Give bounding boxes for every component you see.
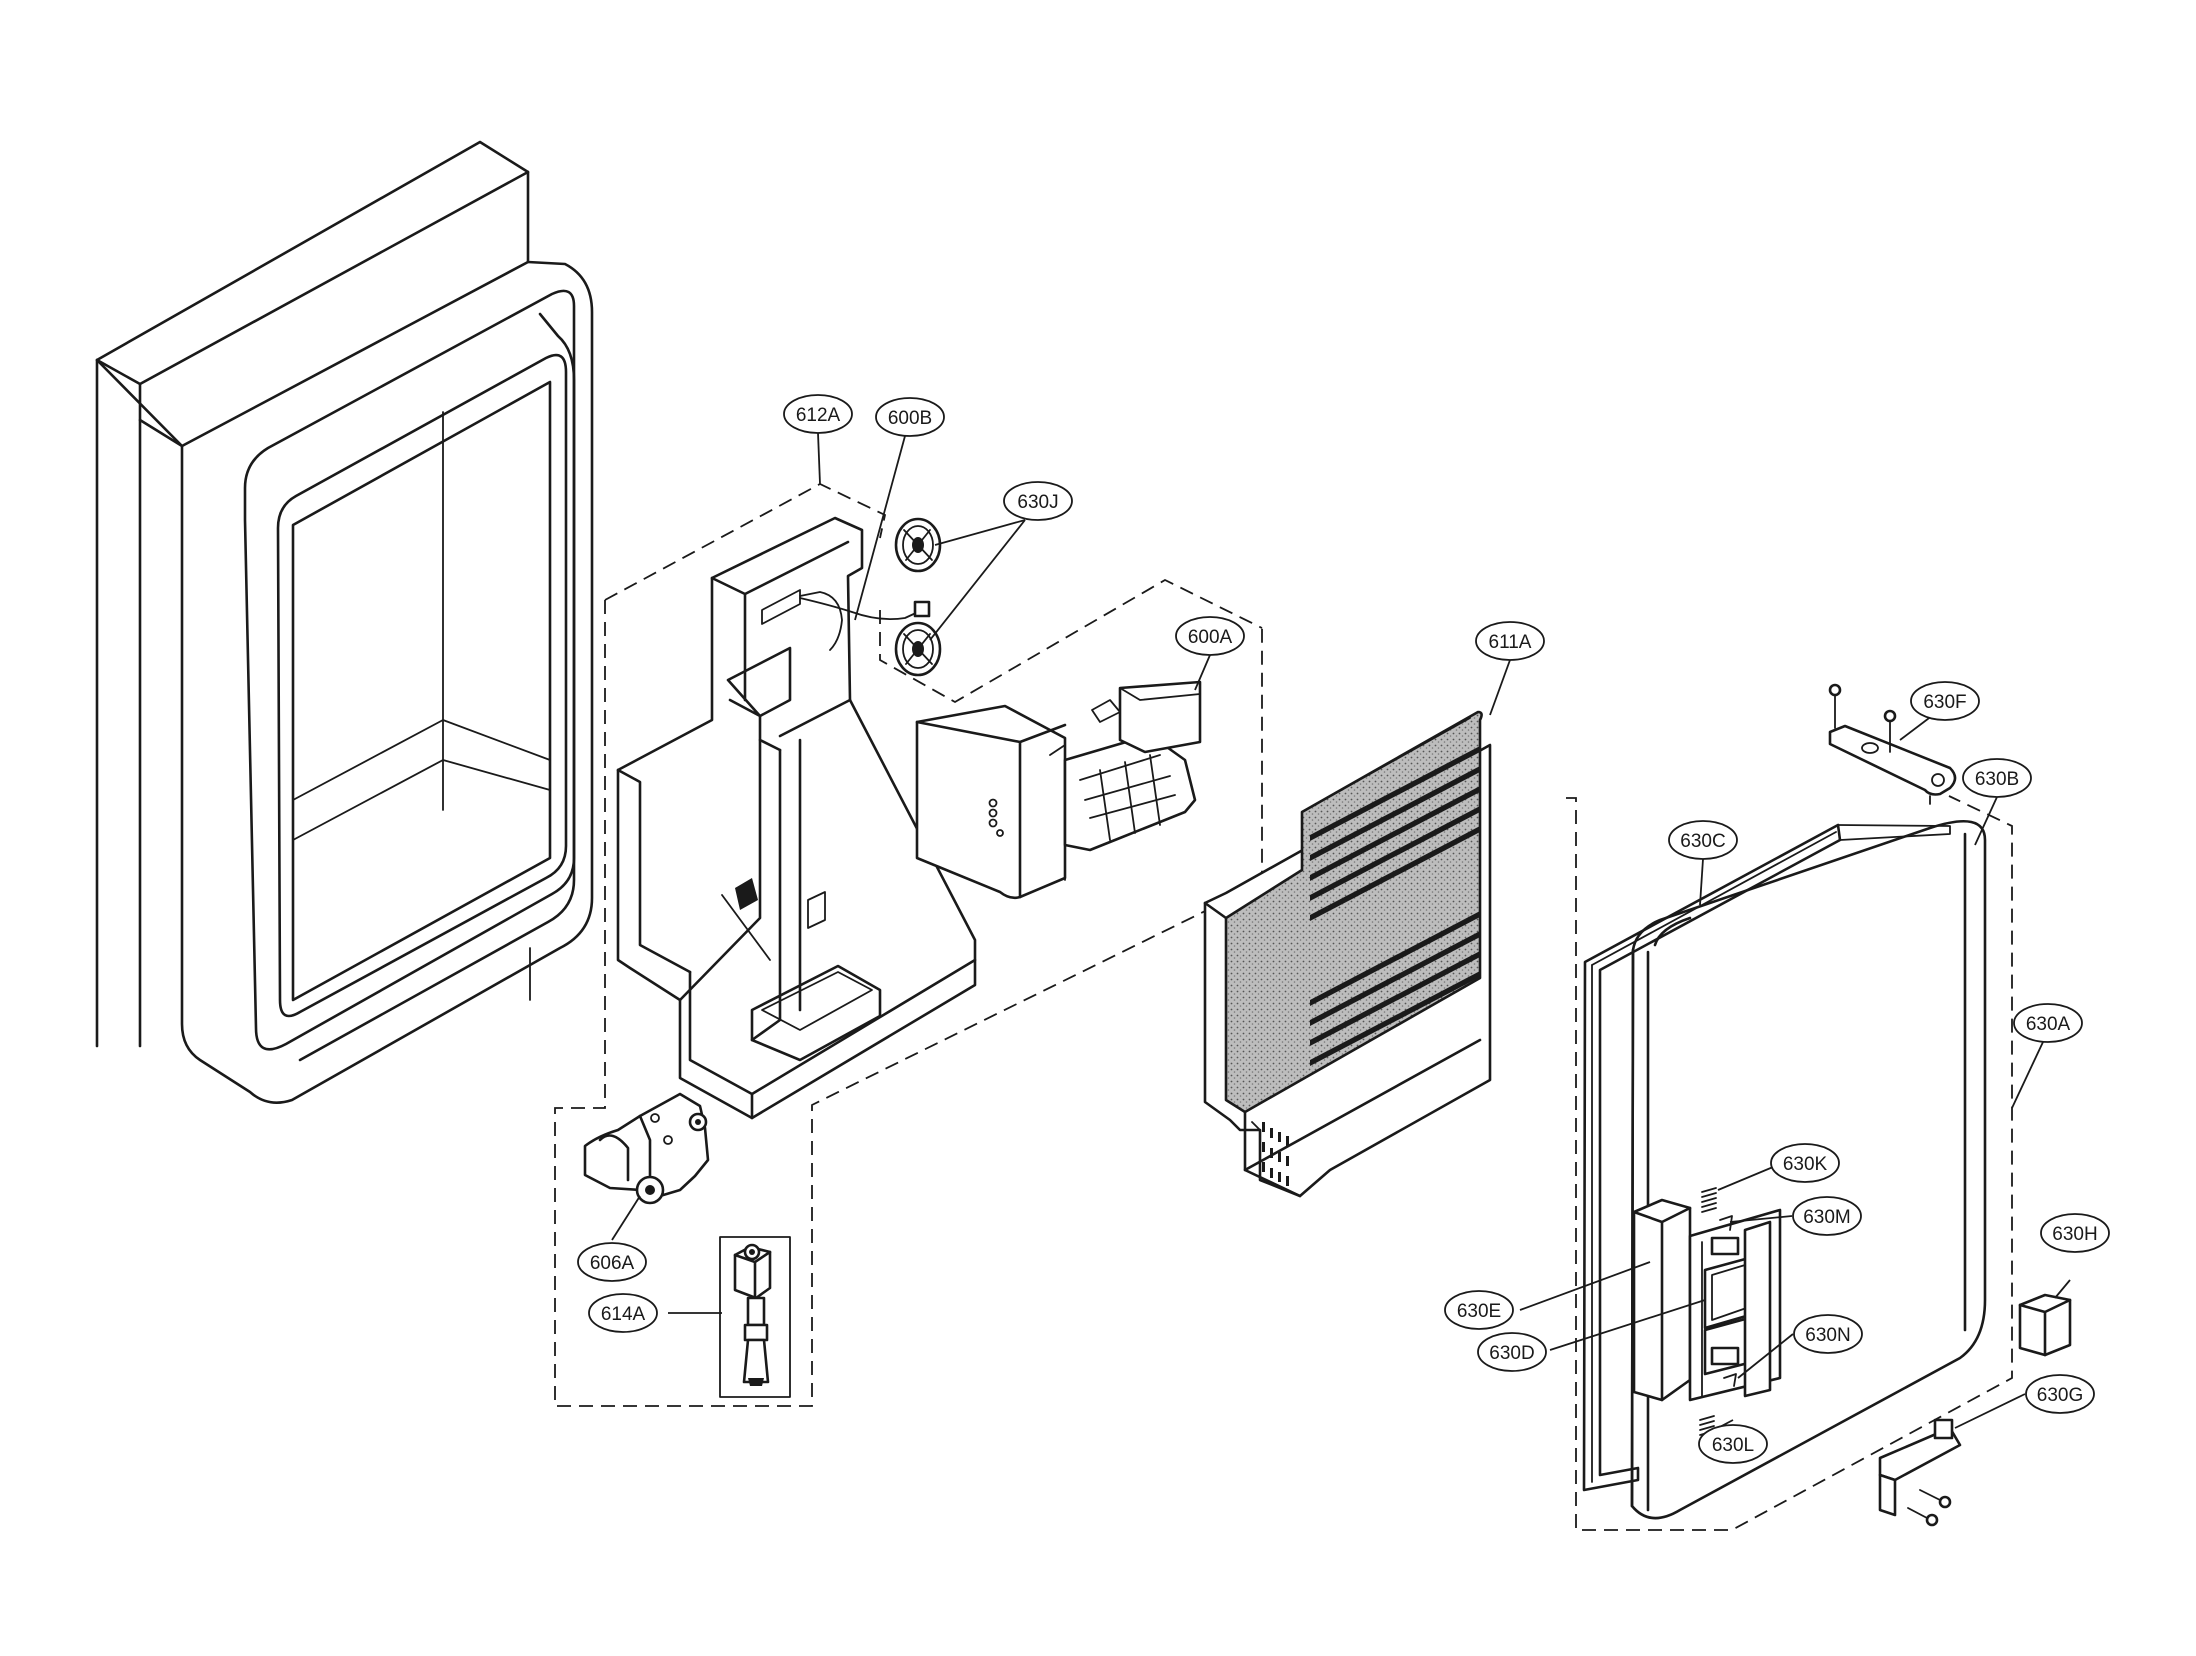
callout-611A-label: 611A: [1489, 632, 1532, 653]
dispenser-group-outline: [554, 482, 1263, 1407]
pin-lower: [1723, 1373, 1737, 1387]
water-valve: [733, 1243, 772, 1386]
hinge-screw-a: [1828, 683, 1842, 729]
callout-630C-label: 630C: [1680, 831, 1725, 852]
callout-630B-label: 630B: [1975, 769, 2019, 790]
callout-630A: 630A: [2013, 1003, 2083, 1043]
callout-630N: 630N: [1793, 1314, 1863, 1354]
callout-630B: 630B: [1962, 758, 2032, 798]
callout-630K: 630K: [1770, 1143, 1840, 1183]
callout-606A: 606A: [577, 1242, 647, 1282]
spring-lower: [1699, 1415, 1715, 1441]
door-handle: [1632, 1198, 1692, 1402]
callout-630D-label: 630D: [1489, 1343, 1534, 1364]
lower-hinge-screw-a: [1919, 1489, 1952, 1509]
dispenser-cover: [1203, 710, 1492, 1198]
dispenser-housing: [616, 516, 977, 1120]
callout-630K-label: 630K: [1783, 1154, 1828, 1175]
callout-630A-label: 630A: [2026, 1014, 2071, 1035]
handle-frame: [1688, 1208, 1782, 1402]
hinge-cap: [2018, 1293, 2072, 1357]
spring-upper: [1701, 1187, 1717, 1213]
leader-lines: [611, 432, 2071, 1431]
door-gasket: [1582, 823, 1951, 1492]
callout-606A-label: 606A: [590, 1253, 635, 1274]
callout-630J-label: 630J: [1017, 492, 1058, 513]
water-valve-box: [719, 1236, 791, 1398]
callout-612A: 612A: [783, 394, 853, 434]
callout-630C: 630C: [1668, 820, 1738, 860]
callout-614A-label: 614A: [601, 1304, 646, 1325]
callout-630L-label: 630L: [1712, 1435, 1754, 1456]
callout-630M-label: 630M: [1803, 1207, 1851, 1228]
callout-630H-label: 630H: [2052, 1224, 2097, 1245]
lower-hinge: [1878, 1418, 1962, 1517]
callout-630E: 630E: [1444, 1290, 1514, 1330]
cover-vent-slots: [1262, 1122, 1289, 1186]
callout-630F-label: 630F: [1923, 692, 1966, 713]
callout-630E-label: 630E: [1457, 1301, 1501, 1322]
pin-upper: [1719, 1215, 1733, 1231]
callout-630G: 630G: [2025, 1374, 2095, 1414]
coupling-lower: [894, 621, 942, 677]
callout-630M: 630M: [1792, 1196, 1862, 1236]
lower-hinge-screw-b: [1907, 1507, 1939, 1527]
control-cable: [799, 597, 931, 621]
upper-hinge: [1828, 724, 1957, 805]
coupling-upper: [894, 517, 942, 573]
callout-614A: 614A: [588, 1293, 658, 1333]
door-group-outline: [1566, 795, 2013, 1531]
callout-630F: 630F: [1910, 681, 1980, 721]
callout-630G-label: 630G: [2037, 1385, 2083, 1406]
freezer-door: [95, 140, 594, 1104]
callout-612A-label: 612A: [796, 405, 841, 426]
callout-600A-label: 600A: [1188, 627, 1233, 648]
callout-600B-label: 600B: [888, 408, 932, 429]
callout-630J: 630J: [1003, 481, 1073, 521]
callout-611A: 611A: [1475, 621, 1545, 661]
callout-600A: 600A: [1175, 616, 1245, 656]
callout-630L: 630L: [1698, 1424, 1768, 1464]
callout-600B: 600B: [875, 397, 945, 437]
dispenser-actuator: [583, 1092, 710, 1205]
callout-630H: 630H: [2040, 1213, 2110, 1253]
hinge-screw-b: [1883, 709, 1897, 753]
ice-maker: [915, 680, 1202, 900]
callout-630N-label: 630N: [1805, 1325, 1850, 1346]
callout-630D: 630D: [1477, 1332, 1547, 1372]
